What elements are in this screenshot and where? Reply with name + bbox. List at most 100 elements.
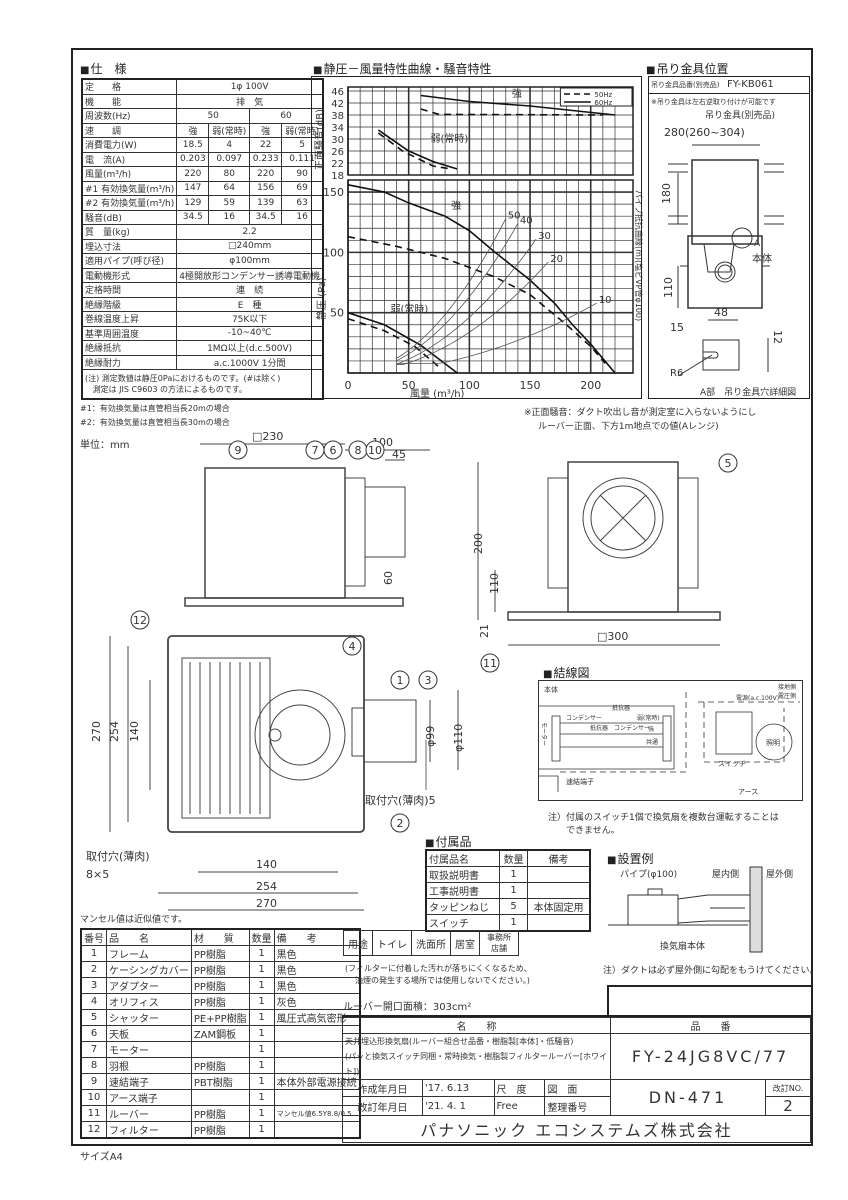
parts-row-cell: 2 (80, 961, 107, 978)
callout-number: 12 (133, 614, 147, 627)
spec-value: 34.5 (249, 209, 283, 225)
callout-circle (342, 636, 362, 656)
dim-60: 60 (382, 571, 395, 585)
noise-y-label: 正面騒音(dB) (313, 109, 326, 170)
callout-circle (130, 610, 150, 630)
callout-circle (418, 670, 438, 690)
noise-series-line (420, 94, 616, 116)
wiring-earth-side: 接地側 (778, 683, 796, 691)
drawing-frame (71, 48, 813, 1146)
parts-row-cell: アダプター (106, 977, 192, 994)
spec-section-title: 仕 様 (80, 60, 126, 77)
usage-table: 用途 トイレ 洗面所 居室 事務所店舗 (343, 930, 519, 956)
parts-row-cell: 1 (248, 993, 275, 1010)
wiring-diagram: 本体 モーター コンデンサー 抵抗器 抵抗器 コンデンサー 弱(常時) 強 共通… (538, 680, 803, 801)
model-number: FY-24JG8VC/77 (610, 1033, 811, 1080)
parts-row-cell: PP樹脂 (190, 993, 250, 1010)
usage-header: 用途 (343, 930, 373, 956)
dim-254: 254 (108, 721, 121, 742)
parts-row-cell: フィルター (106, 1121, 192, 1139)
spec-row: 埋込寸法□240mm (81, 238, 324, 254)
x-axis-label: 風量 (m³/h) (410, 388, 465, 400)
parts-header: 番号品 名材 質数量備 考 (80, 928, 361, 946)
x-tick: 100 (459, 379, 480, 392)
callout-number: 10 (368, 444, 382, 457)
spec-value: 5 (281, 137, 324, 153)
callout-circle (228, 440, 248, 460)
mount-hole-left-1: 取付穴(薄肉) (86, 849, 150, 863)
parts-row-cell: 羽根 (106, 1057, 192, 1074)
parts-row-cell: 1 (248, 1057, 275, 1074)
pressure-series-line (347, 184, 616, 374)
dim-300: □300 (597, 630, 628, 643)
wiring-resistor-1: 抵抗器 (612, 704, 630, 712)
callout-number: 6 (330, 444, 337, 457)
parts-row-cell: PE+PP樹脂 (190, 1009, 250, 1026)
dim-270: 270 (90, 721, 103, 742)
dim-99: φ99 (424, 726, 437, 747)
install-section-title: 設置例 (607, 850, 653, 867)
parts-row-cell: ZAM鋼板 (190, 1025, 250, 1042)
callout-number: 8 (355, 444, 362, 457)
wiring-note-1: 注）付属のスイッチ1個で換気扇を複数台運転することは (548, 813, 779, 823)
pipe-curve-label: 10 (599, 295, 612, 306)
parts-row-cell: 4 (80, 993, 107, 1010)
legend-60hz: 60Hz (594, 99, 612, 107)
accessories-row-cell (527, 882, 591, 899)
created-date: '17. 6.13 (422, 1079, 495, 1097)
callout-circle (480, 653, 500, 673)
wiring-capacitor-1: コンデンサー (566, 714, 602, 722)
chart-section-title: 静圧－風量特性曲線・騒音特性 (313, 60, 491, 77)
revised-label: 改訂年月日 (341, 1096, 424, 1116)
install-outdoor: 屋外側 (766, 868, 793, 880)
parts-row-cell: 1 (248, 1025, 275, 1042)
usage-washroom: 洗面所 (411, 930, 451, 956)
paper-size: サイズA4 (80, 1152, 123, 1163)
x-tick: 0 (345, 379, 352, 392)
drawing-no-label-1: 図 面 (544, 1079, 611, 1097)
parts-row-cell: 速結端子 (106, 1073, 192, 1090)
pressure-weak-label: 弱(常時) (390, 303, 428, 316)
wiring-power: 電源(a.c.100V) (736, 694, 779, 702)
product-drawings: □230 100 45 60 200 110 21 □300 270 254 1… (80, 430, 738, 925)
wiring-strong: 強 (648, 725, 654, 733)
hanger-section-title: 吊り金具位置 (646, 60, 728, 77)
pipe-curve (396, 223, 519, 362)
spec-note-2: 測定は JIS C9603 の方法によるものです。 (92, 385, 247, 394)
wiring-motor: モーター (540, 722, 548, 746)
title-block: 名 称 品 番 天井埋込形換気扇(ルーバー組合せ品番・樹脂製[本体]・低騒音)(… (341, 1015, 811, 1147)
hanger-dim-110: 110 (662, 277, 675, 298)
noise-ytick: 42 (331, 99, 344, 110)
hanger-dim-15: 15 (670, 321, 684, 334)
spec-value: 強 (249, 122, 283, 138)
wiring-terminal: 速結端子 (566, 777, 594, 786)
footnote-2: #2：有効換気量は直管相当長30mの場合 (80, 418, 230, 427)
callout-circle (305, 440, 325, 460)
parts-row-cell: PP樹脂 (190, 1121, 250, 1139)
hanger-dim-180: 180 (660, 183, 673, 204)
hanger-dim-48: 48 (714, 306, 728, 319)
parts-row-cell: 12 (80, 1121, 107, 1139)
wiring-note-2: できません。 (566, 826, 620, 836)
accessories-row-cell (527, 914, 591, 932)
accessories-header-cell: 数量 (499, 849, 529, 867)
noise-series-line (420, 108, 603, 116)
parts-row-cell: モーター (106, 1041, 192, 1058)
pipe-curve-label: 30 (538, 231, 551, 242)
parts-row-cell: PP樹脂 (190, 961, 250, 978)
spec-value: 強 (176, 122, 210, 138)
parts-row-cell: 9 (80, 1073, 107, 1090)
mount-hole-right: 取付穴(薄肉)5 (365, 793, 436, 807)
noise-ytick: 26 (331, 147, 344, 158)
hanger-model: FY-KB061 (727, 79, 774, 90)
munsell-note: マンセル値は近似値です。 (80, 913, 187, 925)
spec-value: 16 (281, 209, 324, 225)
